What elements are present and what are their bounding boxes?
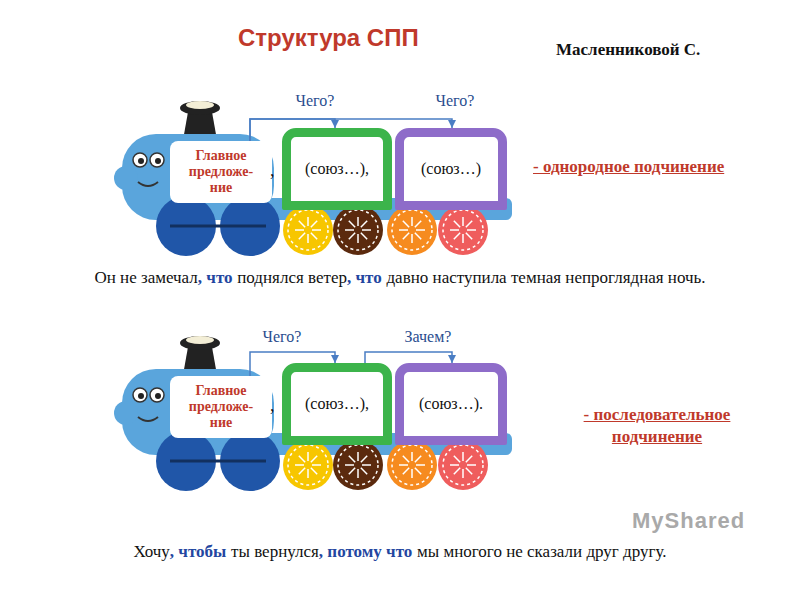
subordinate-clause-car: (союз…), [282,128,392,210]
main-clause-box: Главное предложе- ние [170,141,272,203]
train-1 [114,101,512,256]
subordinate-clause-car: (союз…). [395,363,507,445]
question-label: Чего? [294,92,337,110]
conjunction: , что [198,268,233,287]
slide-title: Структура СПП [238,24,419,52]
question-label: Чего? [261,328,304,346]
main-clause-box: Главное предложе- ние [170,376,272,438]
conjunction: , потому что [319,542,412,561]
subordination-type: - однородное подчинение [533,156,724,178]
example-sentence: Хочу, чтобыты вернулся, потому что мы мно… [100,540,700,565]
clause-text: (союз…), [305,159,369,178]
sentence-part: ты вернулся [231,542,319,561]
example-sentence: Он не замечал, чтоподнялся ветер, чтодав… [90,266,710,291]
subordinate-clause-car: (союз…) [395,128,507,210]
question-arrow [365,352,452,363]
clause-text: Главное предложе- ние [176,383,266,430]
author-name: Масленниковой С. [556,40,700,60]
comma: , [270,160,275,181]
question-label: Зачем? [403,328,454,346]
sentence-part: Хочу [134,542,170,561]
subordinate-clause-car: (союз…), [282,363,392,445]
conjunction: , чтобы [170,542,227,561]
watermark: MyShared [632,508,745,534]
clause-text: (союз…). [419,394,483,413]
train-2 [114,336,512,491]
conjunction: , что [347,268,382,287]
sentence-part: давно наступила темная непроглядная ночь… [386,268,705,287]
comma: , [270,395,275,416]
sentence-part: мы многого не сказали друг другу. [417,542,666,561]
question-label: Чего? [434,92,477,110]
sentence-part: Он не замечал [94,268,197,287]
clause-text: Главное предложе- ние [176,148,266,195]
clause-text: (союз…), [305,394,369,413]
sentence-part: поднялся ветер [237,268,347,287]
subordination-type: - последовательное подчинение [548,404,766,448]
clause-text: (союз…) [421,159,481,178]
